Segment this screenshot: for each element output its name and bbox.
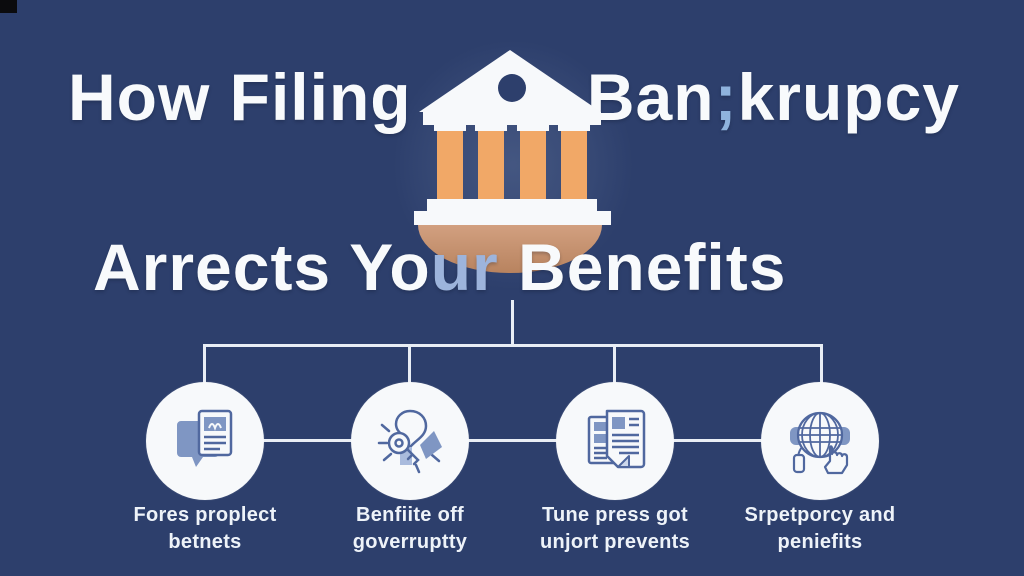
bank-building-icon [414, 50, 611, 273]
bank-pediment-circle [498, 74, 526, 102]
tree-stem-line [511, 300, 514, 345]
bank-base-step1 [427, 199, 597, 211]
circle-link-line-2 [468, 439, 557, 442]
caption-2-line-2: goverruptty [352, 531, 468, 553]
headline-line1-right: Ban;krupcy [587, 64, 960, 130]
headline-separator-glyph: ; [714, 60, 738, 134]
tree-drop-line-3 [613, 344, 616, 384]
item-circle-2 [351, 382, 469, 500]
headline-ur-highlight: ur [430, 230, 499, 304]
newspaper-icon [587, 409, 646, 469]
corner-artifact-mark [0, 0, 17, 13]
item-caption-4: Srpetporcy and peniefits [705, 502, 935, 556]
tree-drop-line-1 [203, 344, 206, 384]
item-circle-1 [146, 382, 264, 500]
item-caption-3: Tune press got unjort prevents [500, 502, 730, 556]
item-caption-1: Fores proplect betnets [90, 502, 320, 556]
headline-word-ban: Ban [586, 60, 715, 134]
headline-arrects-yo: Arrects Yo [93, 230, 431, 304]
caption-2-line-1: Benfiite off [355, 504, 465, 526]
caption-1-line-2: betnets [168, 531, 242, 553]
globe-click-icon [790, 411, 850, 475]
chat-document-icon [177, 409, 233, 467]
bank-mound-shape [418, 225, 602, 273]
tree-horizontal-line [203, 344, 823, 347]
tree-drop-line-4 [820, 344, 823, 384]
item-caption-2: Benfiite off goverruptty [295, 502, 525, 556]
headline-line2: Arrects Your Benefits [93, 234, 786, 300]
caption-1-line-1: Fores proplect [133, 504, 277, 526]
circle-link-line-1 [263, 439, 352, 442]
headline-benefits: Benefits [498, 230, 787, 304]
caption-3-line-2: unjort prevents [539, 531, 691, 553]
bank-base-step2 [414, 211, 611, 225]
circle-link-line-3 [673, 439, 762, 442]
headline-word-krupcy: krupcy [737, 60, 960, 134]
tree-drop-line-2 [408, 344, 411, 384]
bank-entablature [423, 112, 601, 125]
key-badge-icon [377, 409, 442, 474]
item-circle-3 [556, 382, 674, 500]
caption-4-line-1: Srpetporcy and [744, 504, 896, 526]
caption-4-line-2: peniefits [777, 531, 863, 553]
headline-line1-left: How Filing [68, 60, 412, 134]
bank-columns [434, 125, 590, 199]
item-circle-4 [761, 382, 879, 500]
caption-3-line-1: Tune press got [541, 504, 689, 526]
